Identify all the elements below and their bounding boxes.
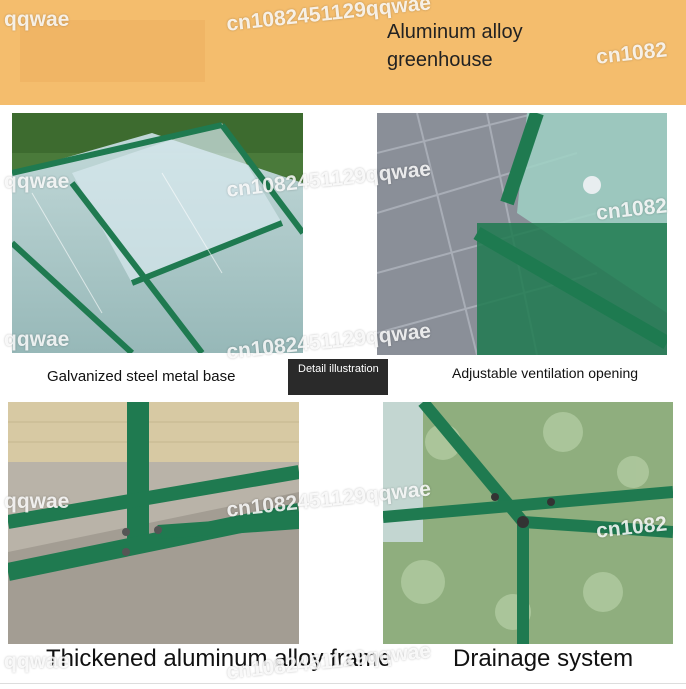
roof-joint-photo: [383, 402, 673, 644]
vent-frame-photo: [377, 113, 667, 355]
caption-vent: Adjustable ventilation opening: [452, 365, 639, 381]
caption-frame: Thickened aluminum alloy frame: [46, 645, 392, 672]
caption-drainage: Drainage system: [453, 645, 634, 672]
panel-photo-vent: [377, 113, 667, 355]
banner-title: Aluminum alloy greenhouse: [387, 21, 523, 71]
greenhouse-roof-photo: [12, 113, 303, 353]
header-banner: Aluminum alloy greenhouse: [0, 0, 686, 105]
caption-base: Galvanized steel metal base: [47, 368, 236, 385]
frame-corner-photo: [8, 402, 299, 644]
panel-photo-base: [12, 113, 303, 353]
panel-photo-frame: [8, 402, 299, 644]
panel-photo-drainage: [383, 402, 673, 644]
bottom-divider: [0, 683, 686, 684]
detail-illustration-tag: Detail illustration: [288, 359, 388, 395]
banner-tint-block: [20, 20, 205, 82]
